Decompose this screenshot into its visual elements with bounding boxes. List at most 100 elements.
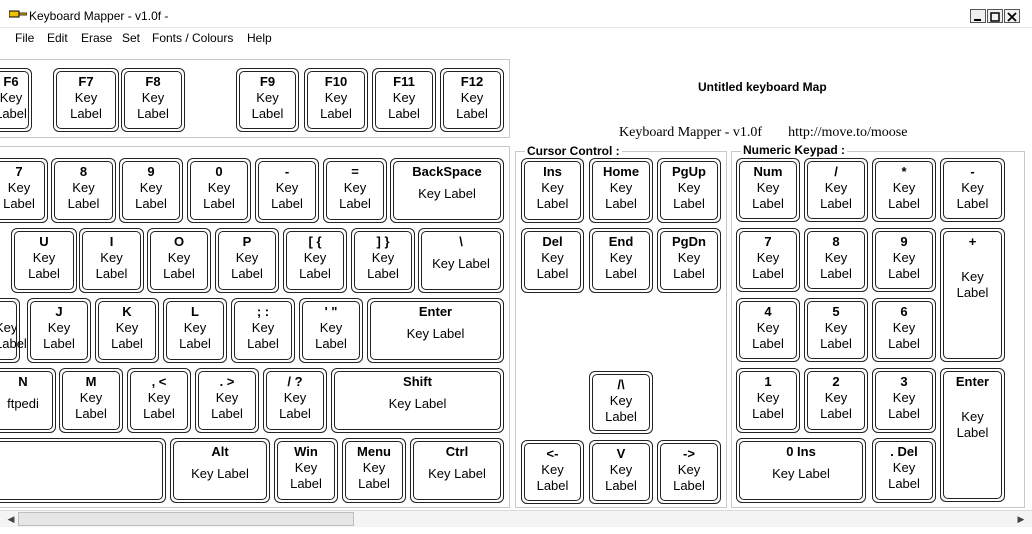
key-top-label: I [109,234,114,249]
key-backslash[interactable]: \Key Label [418,228,504,293]
key-top-label: . > [219,374,235,389]
menu-file[interactable]: File [15,31,35,45]
maximize-button[interactable] [987,9,1003,23]
key-slash[interactable]: / ?Key Label [263,368,327,433]
menu-edit[interactable]: Edit [47,31,68,45]
credit-url[interactable]: http://move.to/moose [788,125,908,140]
key-numpad-minus[interactable]: -Key Label [940,158,1005,222]
minimize-button[interactable] [970,9,986,23]
key-top-label: 2 [832,374,840,389]
key-quote[interactable]: ' "Key Label [299,298,363,363]
key-top-label: 5 [832,304,840,319]
key-close-bracket[interactable]: ] }Key Label [351,228,415,293]
cursor-control-label: Cursor Control : [525,144,622,158]
key-top-label: Win [294,444,318,459]
key-arrow-right[interactable]: ->Key Label [657,440,721,504]
key-h[interactable]: Key Label [0,298,27,363]
key-map-label: Key Label [251,90,284,121]
key-open-bracket[interactable]: [ {Key Label [283,228,347,293]
key-top-label: PgDn [672,234,706,249]
key-top-label: End [608,234,634,249]
key-period[interactable]: . >Key Label [195,368,259,433]
key-semicolon[interactable]: ; :Key Label [231,298,295,363]
menu-erase[interactable]: Erase [81,31,113,45]
key-map-label: Key Label [28,250,60,281]
key-space[interactable] [0,438,166,503]
key-numpad-multiply[interactable]: *Key Label [872,158,936,222]
scroll-left-icon[interactable]: ◀ [7,514,15,524]
menu-fonts-colours[interactable]: Fonts / Colours [152,31,234,45]
key-numpad-divide[interactable]: /Key Label [804,158,868,222]
key-map-label: Key Label [956,269,989,300]
key-map-label: Key Label [231,250,263,281]
close-button[interactable] [1004,9,1020,23]
key-top-label: V [616,446,626,461]
horizontal-scrollbar[interactable]: ◀ ▶ [0,510,1032,527]
key-map-label: Key Label [271,180,303,211]
key-comma[interactable]: , <Key Label [127,368,191,433]
key-top-label: 0 [215,164,223,179]
key-minus[interactable]: -Key Label [255,158,319,223]
key-top-label: Shift [403,374,432,389]
key-map-label: Key Label [673,462,705,493]
menu-set[interactable]: Set [122,31,141,45]
menu-help[interactable]: Help [247,31,272,45]
key-arrow-left[interactable]: <-Key Label [521,440,584,504]
key-arrow-up[interactable]: /\Key Label [589,371,653,434]
key-map-label: Key Label [605,393,637,424]
key-numpad-plus[interactable]: +Key Label [940,228,1005,362]
scroll-thumb[interactable] [18,512,354,526]
key-top-label: L [191,304,199,319]
key-map-label: Key Label [203,180,235,211]
scroll-right-icon[interactable]: ▶ [1017,514,1025,524]
key-equals[interactable]: =Key Label [323,158,387,223]
